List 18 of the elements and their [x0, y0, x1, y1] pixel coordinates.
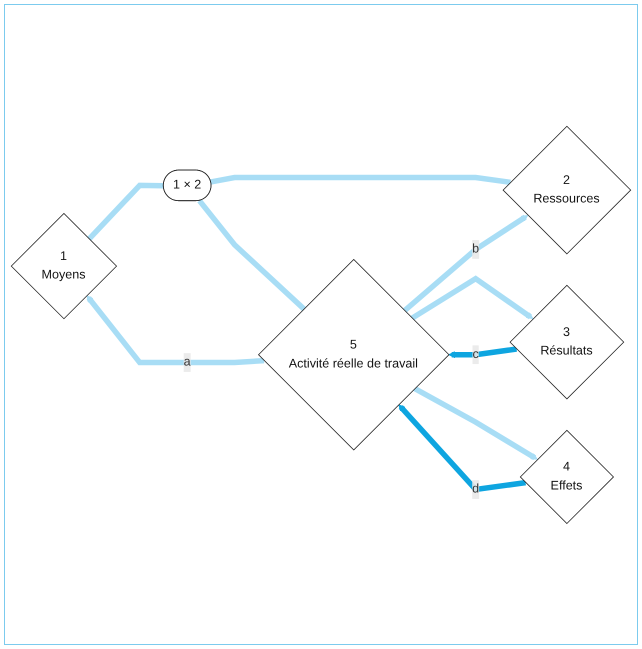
connector	[87, 182, 164, 241]
node-diamond: 4 Effets	[520, 429, 614, 524]
node-diamond: 2 Ressources	[502, 125, 632, 254]
node-diamond: 1 Moyens	[10, 212, 118, 319]
arrow	[413, 386, 538, 460]
arrow	[410, 274, 534, 320]
edge-label: c	[472, 347, 479, 361]
node-diamond: 5 Activité réelle de travail	[258, 258, 450, 450]
connector	[210, 174, 511, 185]
arrow	[402, 214, 528, 312]
node-diamond: 3 Résultats	[510, 284, 624, 400]
connector	[197, 198, 306, 311]
arrow	[398, 404, 526, 492]
arrow	[86, 294, 264, 365]
edge-label: d	[472, 482, 480, 496]
edge-label: a	[184, 355, 191, 368]
arrow	[448, 346, 517, 358]
edge-label: b	[472, 242, 480, 256]
